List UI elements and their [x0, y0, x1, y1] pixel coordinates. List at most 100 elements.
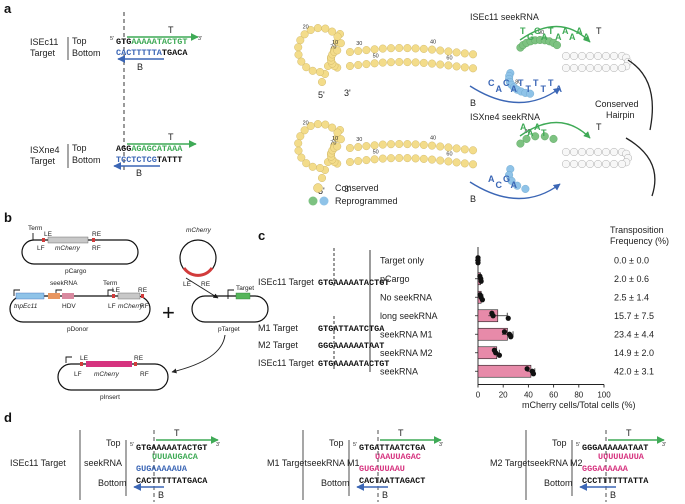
- x-tick-label: 60: [549, 391, 558, 400]
- bottom-label: Bottom: [72, 48, 101, 58]
- data-point: [508, 334, 514, 340]
- target-name-line1: ISEc11: [30, 37, 58, 47]
- nucleotide-circle: [516, 139, 525, 148]
- prime-5: 5': [353, 442, 357, 448]
- prime-3: 3': [216, 442, 220, 448]
- nucleotide-circle: [346, 48, 355, 57]
- green-nt-letter: A: [520, 122, 527, 132]
- bottom-sequence: CACTTTTTATGACA: [116, 48, 188, 58]
- top-sequence: GTGAAAAATACTGT: [116, 37, 187, 47]
- nucleotide-circle: [419, 140, 428, 149]
- nucleotide-circle: [403, 154, 412, 163]
- data-point: [524, 366, 530, 372]
- blue-nt-letter: A: [496, 84, 503, 94]
- green-nt-letter: A: [555, 32, 562, 42]
- t-label: T: [596, 122, 602, 132]
- nucleotide-circle: [354, 61, 363, 70]
- blue-nt-letter: T: [541, 84, 547, 94]
- nucleotide-circle: [419, 44, 428, 53]
- bottom-sequence: CCCTTTTTTATTA: [582, 476, 649, 486]
- le-label: LE: [80, 355, 89, 362]
- nt-number: 20: [303, 120, 309, 126]
- nucleotide-circle: [452, 48, 461, 57]
- nucleotide-circle: [513, 181, 522, 190]
- nucleotide-circle: [387, 44, 396, 53]
- top-sequence: GTGATTAATCTGA: [359, 443, 426, 453]
- nt-number: 70: [330, 44, 336, 50]
- nucleotide-circle: [610, 52, 619, 61]
- group-target-name: M1 Target: [258, 323, 298, 333]
- nucleotide-circle: [362, 156, 371, 165]
- nucleotide-circle: [395, 58, 404, 67]
- gene-label: mCherry: [186, 227, 212, 234]
- nt-number: 90: [538, 30, 544, 36]
- top-label: Top: [72, 143, 87, 153]
- term-symbol: [32, 233, 38, 241]
- nt-number: 40: [430, 136, 436, 142]
- t-label: T: [626, 428, 632, 438]
- pcargo-name: pCargo: [65, 268, 87, 275]
- nucleotide-circle: [316, 163, 325, 172]
- blue-nt-letter: T: [533, 78, 539, 88]
- mcherry-gene: [117, 292, 141, 300]
- nucleotide-circle: [321, 24, 330, 33]
- nucleotide-circle: [562, 159, 571, 168]
- legend-reprogrammed-green-swatch: [308, 196, 318, 206]
- nucleotide-circle: [296, 132, 305, 141]
- nucleotide-circle: [336, 39, 345, 48]
- lf-label: LF: [108, 303, 116, 310]
- seekrna-name: seekRNA M2: [530, 458, 583, 468]
- nucleotide-circle: [586, 63, 595, 72]
- excised-mcherry-circle: mCherry LE RE: [179, 227, 217, 288]
- top-sequence: GTGAAAAATACTGT: [136, 443, 207, 453]
- nucleotide-circle: [522, 134, 531, 143]
- t-label: T: [168, 132, 174, 142]
- nucleotide-circle: [333, 128, 342, 137]
- bar: [477, 364, 532, 378]
- x-tick-label: 100: [597, 391, 611, 400]
- nucleotide-circle: [297, 153, 306, 162]
- nt-number: 40: [430, 40, 436, 46]
- nucleotide-circle: [318, 173, 327, 182]
- re-label: RE: [138, 287, 148, 294]
- x-tick-label: 80: [574, 391, 583, 400]
- nucleotide-circle: [395, 153, 404, 162]
- nucleotide-circle: [306, 121, 315, 130]
- nucleotide-circle: [452, 62, 461, 71]
- nucleotide-circle: [318, 77, 327, 86]
- data-point: [501, 329, 508, 335]
- nucleotide-circle: [308, 66, 317, 75]
- nucleotide-circle: [300, 126, 309, 135]
- le-mark: [80, 362, 83, 366]
- data-point: [530, 371, 537, 377]
- blue-nt-letter: T: [548, 78, 554, 88]
- nucleotide-circle: [297, 57, 306, 66]
- pdonor-backbone: [9, 295, 151, 323]
- t-arrow: [519, 25, 591, 43]
- re-label: RE: [201, 281, 211, 288]
- circle-mcherry: [182, 267, 214, 277]
- le-label: LE: [44, 231, 53, 238]
- prime-5: 5': [576, 442, 580, 448]
- nucleotide-circle: [469, 64, 478, 73]
- t-label: T: [398, 428, 404, 438]
- category-label: seekRNA: [380, 366, 418, 376]
- nucleotide-circle: [570, 52, 579, 61]
- data-point: [505, 315, 511, 321]
- mcherry-gene: [47, 236, 89, 244]
- green-nt-letter: A: [541, 32, 548, 42]
- blue-nt-letter: T: [518, 78, 524, 88]
- nucleotide-circle: [526, 89, 535, 98]
- rf-label: RF: [140, 371, 149, 378]
- nucleotide-circle: [403, 140, 412, 149]
- nucleotide-circle: [403, 58, 412, 67]
- nucleotide-circle: [602, 52, 611, 61]
- nucleotide-circle: [553, 41, 562, 50]
- nt-number: 50: [373, 53, 379, 59]
- nucleotide-circle: [610, 159, 619, 168]
- nucleotide-circle: [444, 61, 453, 70]
- target-label: Target: [236, 285, 254, 292]
